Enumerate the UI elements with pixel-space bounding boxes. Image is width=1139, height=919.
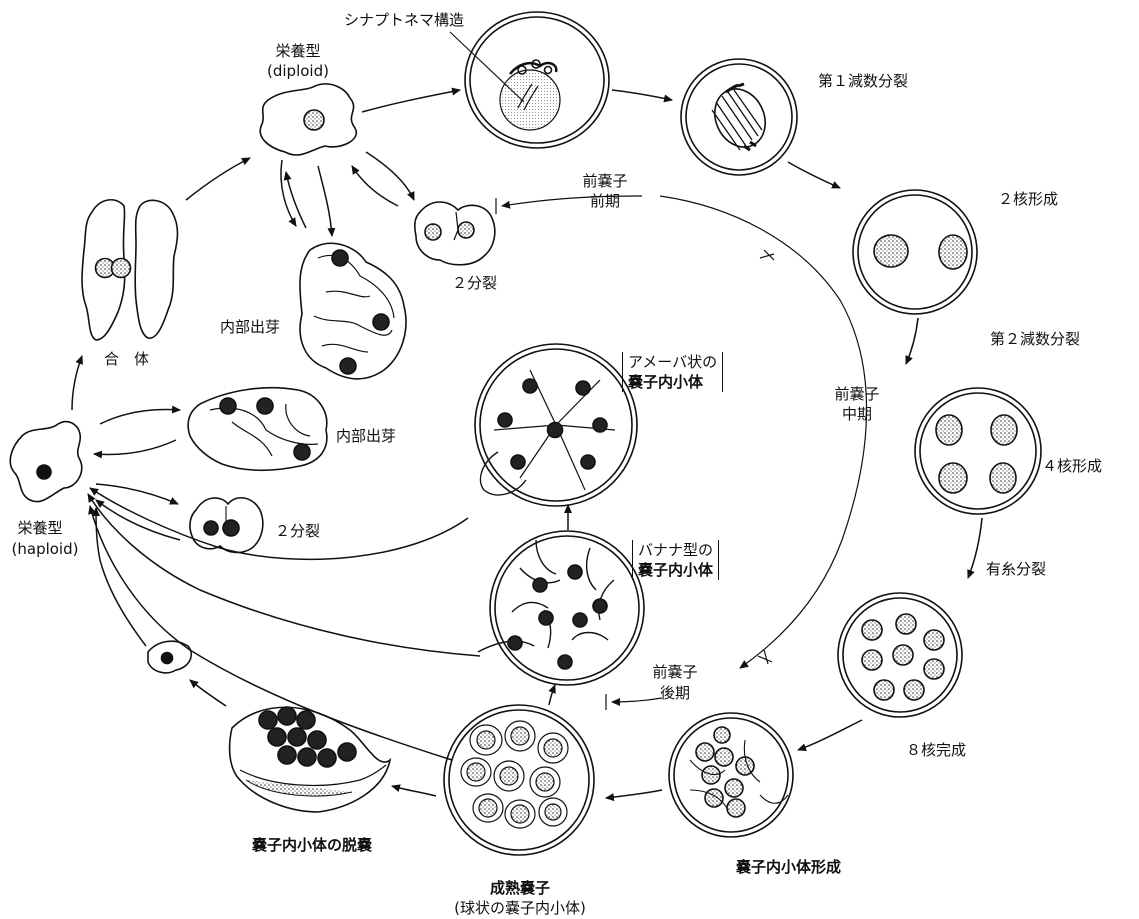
diploid-trophozoite-label: 栄養型 bbox=[256, 42, 340, 61]
diploid-fission bbox=[415, 202, 495, 265]
precyst-timeline bbox=[496, 196, 867, 710]
mitosis-label: 有糸分裂 bbox=[986, 560, 1046, 579]
excystation-label: 嚢子内小体の脱嚢 bbox=[252, 836, 372, 855]
banana-sporoplasm-cyst bbox=[478, 531, 644, 685]
meiosis2-label: 第２減数分裂 bbox=[990, 330, 1080, 349]
fusion-label: 合 体 bbox=[104, 350, 149, 369]
sporoplasm-formation-label: 嚢子内小体形成 bbox=[736, 858, 841, 877]
diploid-budding-label: 内部出芽 bbox=[220, 318, 280, 337]
precyst-early-sublabel: 前期 bbox=[570, 192, 640, 211]
diploid-ploidy-label: (diploid) bbox=[244, 62, 352, 81]
mature-cyst-label: 成熟嚢子 bbox=[470, 879, 570, 898]
diploid-trophozoite bbox=[260, 84, 356, 155]
meiosis1-cyst bbox=[681, 59, 797, 175]
diploid-budding bbox=[300, 243, 406, 379]
precyst-mid-label: 前嚢子 bbox=[822, 385, 892, 404]
excysting-shell bbox=[230, 707, 390, 812]
amoeboid-sporoplasm-cyst bbox=[475, 344, 637, 506]
precyst-mid-sublabel: 中期 bbox=[822, 405, 892, 424]
sporoplasm-formation-cyst bbox=[669, 713, 793, 837]
octonuclear-cyst bbox=[838, 593, 962, 717]
cycle-arrows bbox=[72, 90, 982, 798]
amoeboid-bracket-label: アメーバ状の 嚢子内小体 bbox=[622, 352, 723, 392]
fusion-cells bbox=[82, 200, 178, 340]
mature-cyst-sublabel: (球状の嚢子内小体) bbox=[420, 899, 620, 918]
nucleus bbox=[304, 110, 324, 130]
haploid-ploidy-label: (haploid) bbox=[0, 540, 90, 559]
precyst-late-label: 前嚢子 bbox=[640, 663, 710, 682]
mature-cyst bbox=[444, 705, 594, 855]
synaptonemal-label: シナプトネマ構造 bbox=[344, 11, 464, 30]
loop-arrows bbox=[88, 152, 480, 760]
banana-label-line2: 嚢子内小体 bbox=[638, 560, 713, 580]
haploid-budding bbox=[188, 388, 327, 471]
amoeboid-label-line2: 嚢子内小体 bbox=[628, 372, 717, 392]
binuclear-cyst bbox=[853, 190, 977, 314]
banana-label-line1: バナナ型の bbox=[638, 540, 713, 560]
diploid-fission-label: ２分裂 bbox=[452, 274, 497, 293]
haploid-fission-label: ２分裂 bbox=[275, 522, 320, 541]
octonuclear-label: ８核完成 bbox=[906, 741, 966, 760]
synaptonemal-pointer bbox=[450, 32, 524, 102]
haploid-trophozoite bbox=[10, 422, 82, 502]
precyst-late-sublabel: 後期 bbox=[640, 684, 710, 703]
meiosis1-label: 第１減数分裂 bbox=[818, 72, 908, 91]
tetranuclear-label: ４核形成 bbox=[1042, 457, 1102, 476]
binuclear-label: ２核形成 bbox=[998, 190, 1058, 209]
haploid-fission bbox=[190, 498, 263, 553]
haploid-budding-label: 内部出芽 bbox=[336, 427, 396, 446]
synaptonemal-cyst bbox=[465, 12, 609, 148]
banana-bracket-label: バナナ型の 嚢子内小体 bbox=[632, 540, 719, 580]
precyst-early-label: 前嚢子 bbox=[570, 172, 640, 191]
tetranuclear-cyst bbox=[915, 388, 1041, 514]
amoeboid-label-line1: アメーバ状の bbox=[628, 352, 717, 372]
haploid-trophozoite-label: 栄養型 bbox=[0, 519, 80, 538]
